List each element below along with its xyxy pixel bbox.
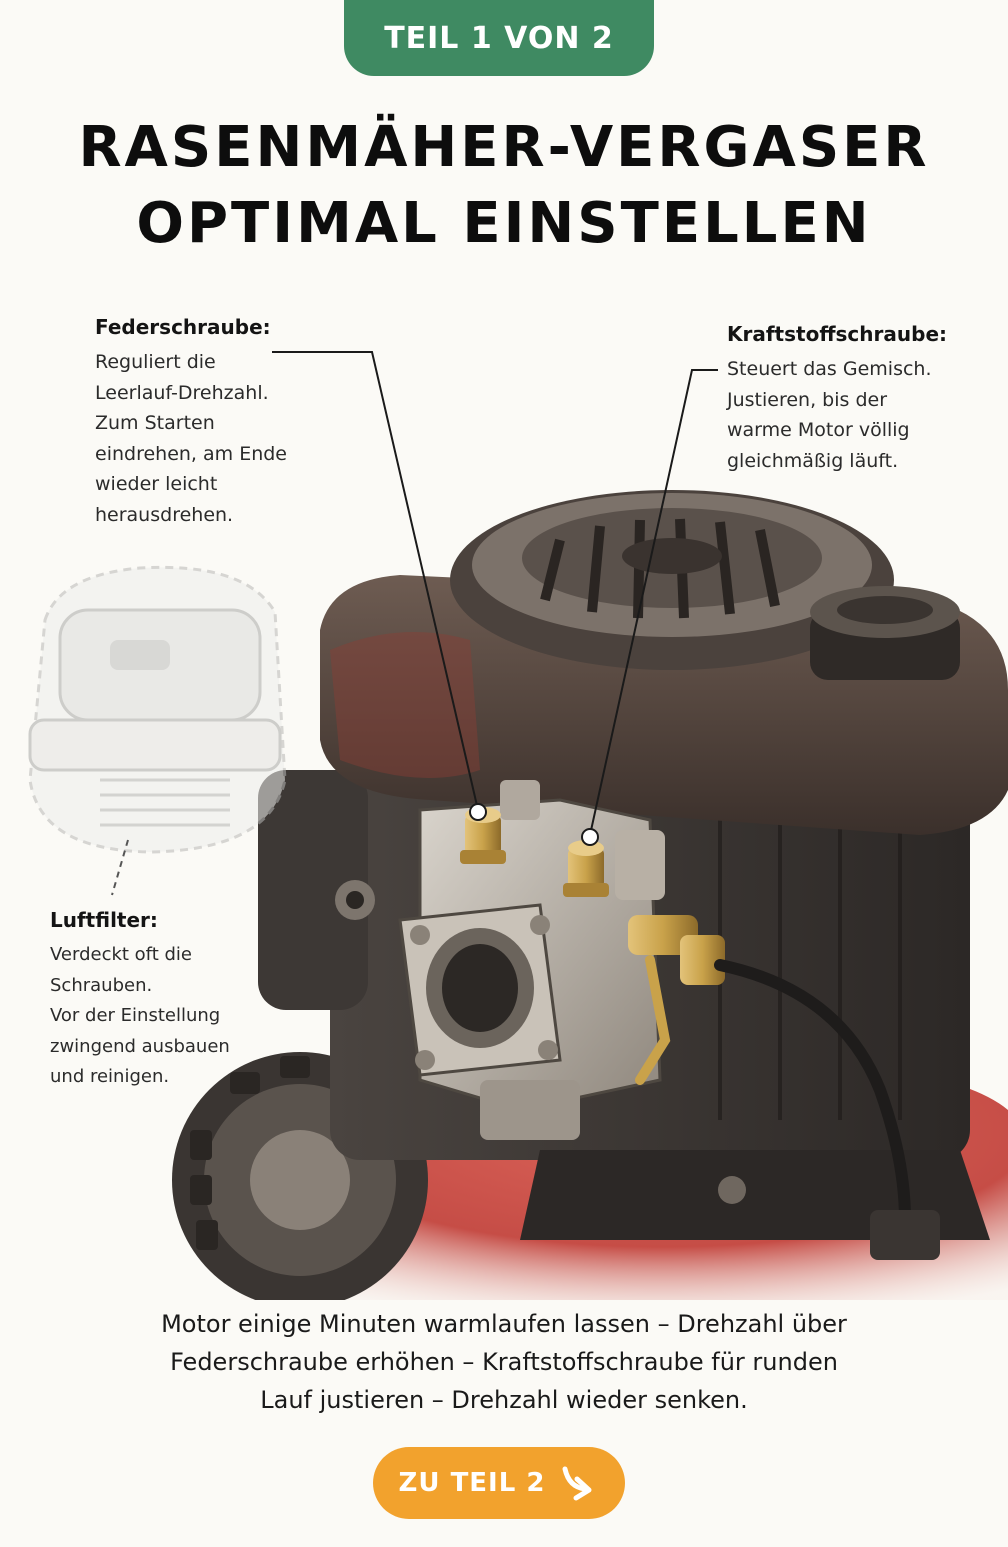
carburetor [398,780,665,1140]
callout-air-filter-heading: Luftfilter: [50,908,158,932]
arrow-down-right-icon [559,1463,599,1503]
callout-spring-screw: Federschraube: Reguliert die Leerlauf-Dr… [95,315,287,530]
callout-line: Steuert das Gemisch. [727,358,932,380]
callout-line: zwingend ausbauen [50,1035,230,1057]
part-badge-label: TEIL 1 VON 2 [384,20,614,56]
callout-line: Vor der Einstellung [50,1005,221,1026]
instructions-line: Lauf justieren – Drehzahl wieder senken. [260,1386,748,1414]
instructions-line: Motor einige Minuten warmlaufen lassen –… [161,1310,847,1338]
callout-fuel-screw: Kraftstoffschraube: Steuert das Gemisch.… [727,322,947,476]
callout-line: gleichmäßig läuft. [727,449,899,472]
air-filter [28,565,287,854]
callout-line: Justieren, bis der [727,388,888,411]
engine-illustration [28,351,1008,1300]
callout-line: Reguliert die [95,351,216,373]
callout-air-filter: Luftfilter: Verdeckt oft die Schrauben. … [50,908,230,1093]
callout-line: Schrauben. [50,974,153,996]
callout-air-filter-text: Verdeckt oft die Schrauben. Vor der Eins… [50,940,230,1093]
callout-fuel-screw-heading: Kraftstoffschraube: [727,322,947,346]
callout-line: herausdrehen. [95,503,234,526]
instructions-text: Motor einige Minuten warmlaufen lassen –… [90,1305,918,1419]
fuel-cap [810,586,960,680]
recoil-starter [450,490,894,670]
callout-line: Leerlauf-Drehzahl. [95,381,269,404]
callout-fuel-screw-text: Steuert das Gemisch. Justieren, bis der … [727,354,947,476]
part-badge: TEIL 1 VON 2 [344,0,654,76]
next-part-button-label: ZU TEIL 2 [398,1468,546,1498]
leader-lines [272,351,718,846]
callout-line: wieder leicht [95,473,218,495]
next-part-button[interactable]: ZU TEIL 2 [373,1447,625,1519]
fuel-screw [563,840,609,897]
callout-line: und reinigen. [50,1066,170,1087]
page-title-line-1: RASENMÄHER-VERGASER [78,115,930,180]
callout-spring-screw-heading: Federschraube: [95,315,271,339]
instructions-line: Federschraube erhöhen – Kraftstoffschrau… [170,1348,838,1376]
callout-spring-screw-text: Reguliert die Leerlauf-Drehzahl. Zum Sta… [95,347,287,530]
callout-line: Verdeckt oft die [50,944,192,965]
callout-line: eindrehen, am Ende [95,442,287,465]
callout-line: Zum Starten [95,412,215,434]
page-title-line-2: OPTIMAL EINSTELLEN [136,191,872,256]
callout-line: warme Motor völlig [727,419,910,441]
page-title: RASENMÄHER-VERGASER OPTIMAL EINSTELLEN [0,110,1008,262]
